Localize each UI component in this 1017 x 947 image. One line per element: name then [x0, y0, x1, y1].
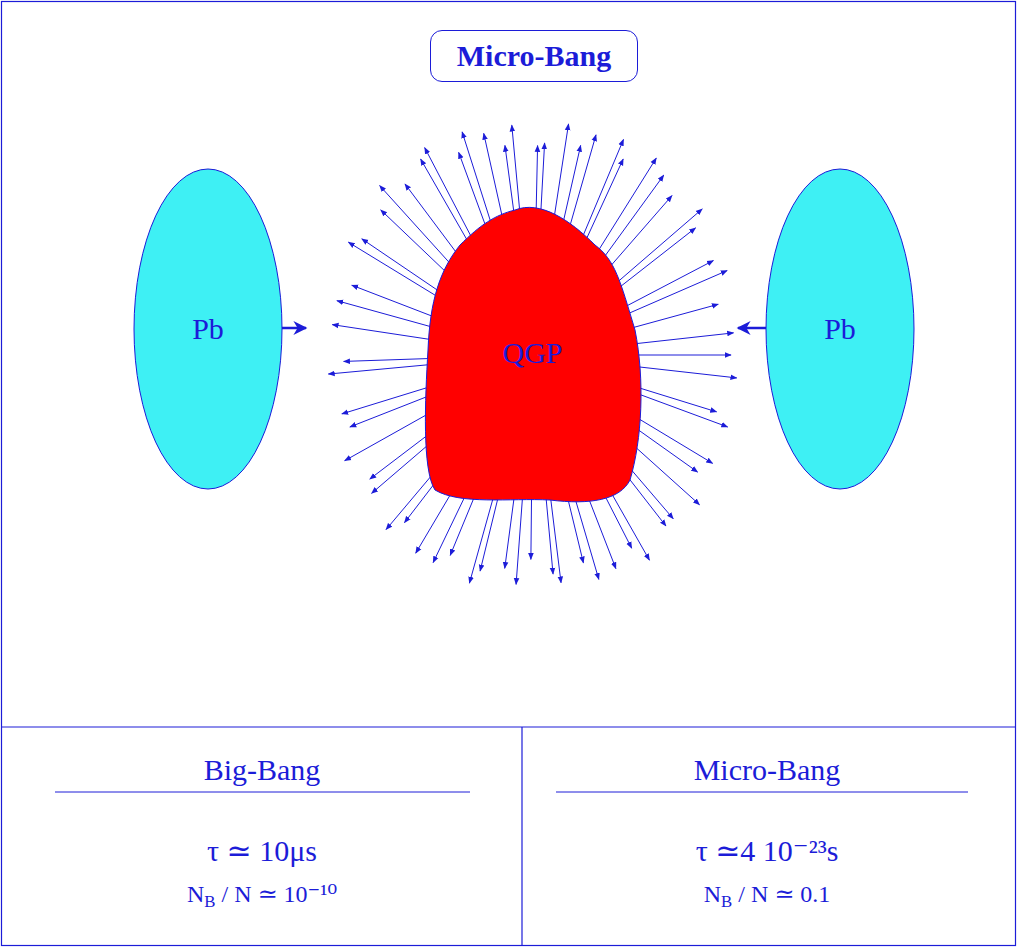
emission-arrow	[603, 175, 664, 259]
emission-arrow	[516, 489, 523, 584]
title-box: Micro-Bang	[430, 30, 638, 82]
emission-arrow	[328, 364, 434, 374]
emission-arrow	[405, 184, 462, 261]
nucleus-ellipse: Pb	[765, 168, 915, 490]
divider-line	[2, 726, 1016, 727]
nucleus-ellipse: Pb	[133, 168, 283, 490]
emission-arrow	[337, 301, 436, 328]
underline	[556, 792, 968, 793]
emission-arrow	[597, 158, 656, 252]
emission-arrow	[332, 325, 434, 340]
node-label: Pb	[824, 312, 856, 346]
plasma-blob: QGP	[420, 200, 645, 505]
ellipse-shape	[134, 169, 282, 489]
emission-arrow	[462, 132, 494, 231]
emission-arrow	[632, 355, 731, 356]
emission-arrow	[617, 209, 703, 283]
emission-arrow	[352, 285, 438, 318]
emission-arrow	[630, 304, 718, 328]
table-cell: NB / N ≃ 0.1	[704, 880, 831, 909]
table-cell: τ ≃4 10⁻²³s	[696, 833, 839, 869]
column-heading: Micro-Bang	[694, 752, 841, 788]
emission-arrow	[632, 366, 737, 378]
node-label: Pb	[192, 312, 224, 346]
emission-arrow	[530, 490, 532, 559]
node-label: QGP	[502, 336, 562, 370]
emission-arrow	[625, 261, 713, 307]
emission-arrow	[380, 186, 456, 270]
emission-arrow	[619, 228, 696, 288]
emission-arrow	[348, 242, 442, 300]
emission-arrow	[627, 271, 727, 314]
emission-arrow	[344, 358, 434, 361]
emission-arrow	[562, 145, 580, 226]
table-cell: τ ≃ 10μs	[207, 833, 317, 869]
emission-rays	[328, 124, 736, 584]
emission-arrow	[484, 133, 505, 225]
emission-arrow	[381, 210, 452, 278]
emission-arrow	[549, 488, 561, 583]
emission-arrow	[512, 125, 521, 221]
ellipse-shape	[766, 169, 914, 489]
emission-arrow	[425, 148, 476, 245]
title: Micro-Bang	[457, 39, 611, 72]
divider-line	[521, 727, 522, 946]
emission-arrow	[459, 152, 489, 234]
emission-arrow	[342, 385, 437, 414]
emission-arrow	[362, 239, 445, 295]
emission-arrow	[630, 385, 717, 412]
column-heading: Big-Bang	[204, 752, 321, 788]
underline	[55, 792, 470, 793]
emission-arrow	[582, 140, 623, 238]
emission-arrow	[586, 159, 624, 241]
blob-shape	[425, 207, 641, 501]
emission-arrow	[545, 489, 553, 574]
emission-arrow	[609, 196, 672, 268]
emission-arrow	[421, 159, 472, 249]
table-cell: NB / N ≃ 10⁻¹⁰	[187, 880, 337, 909]
emission-arrow	[632, 333, 734, 344]
